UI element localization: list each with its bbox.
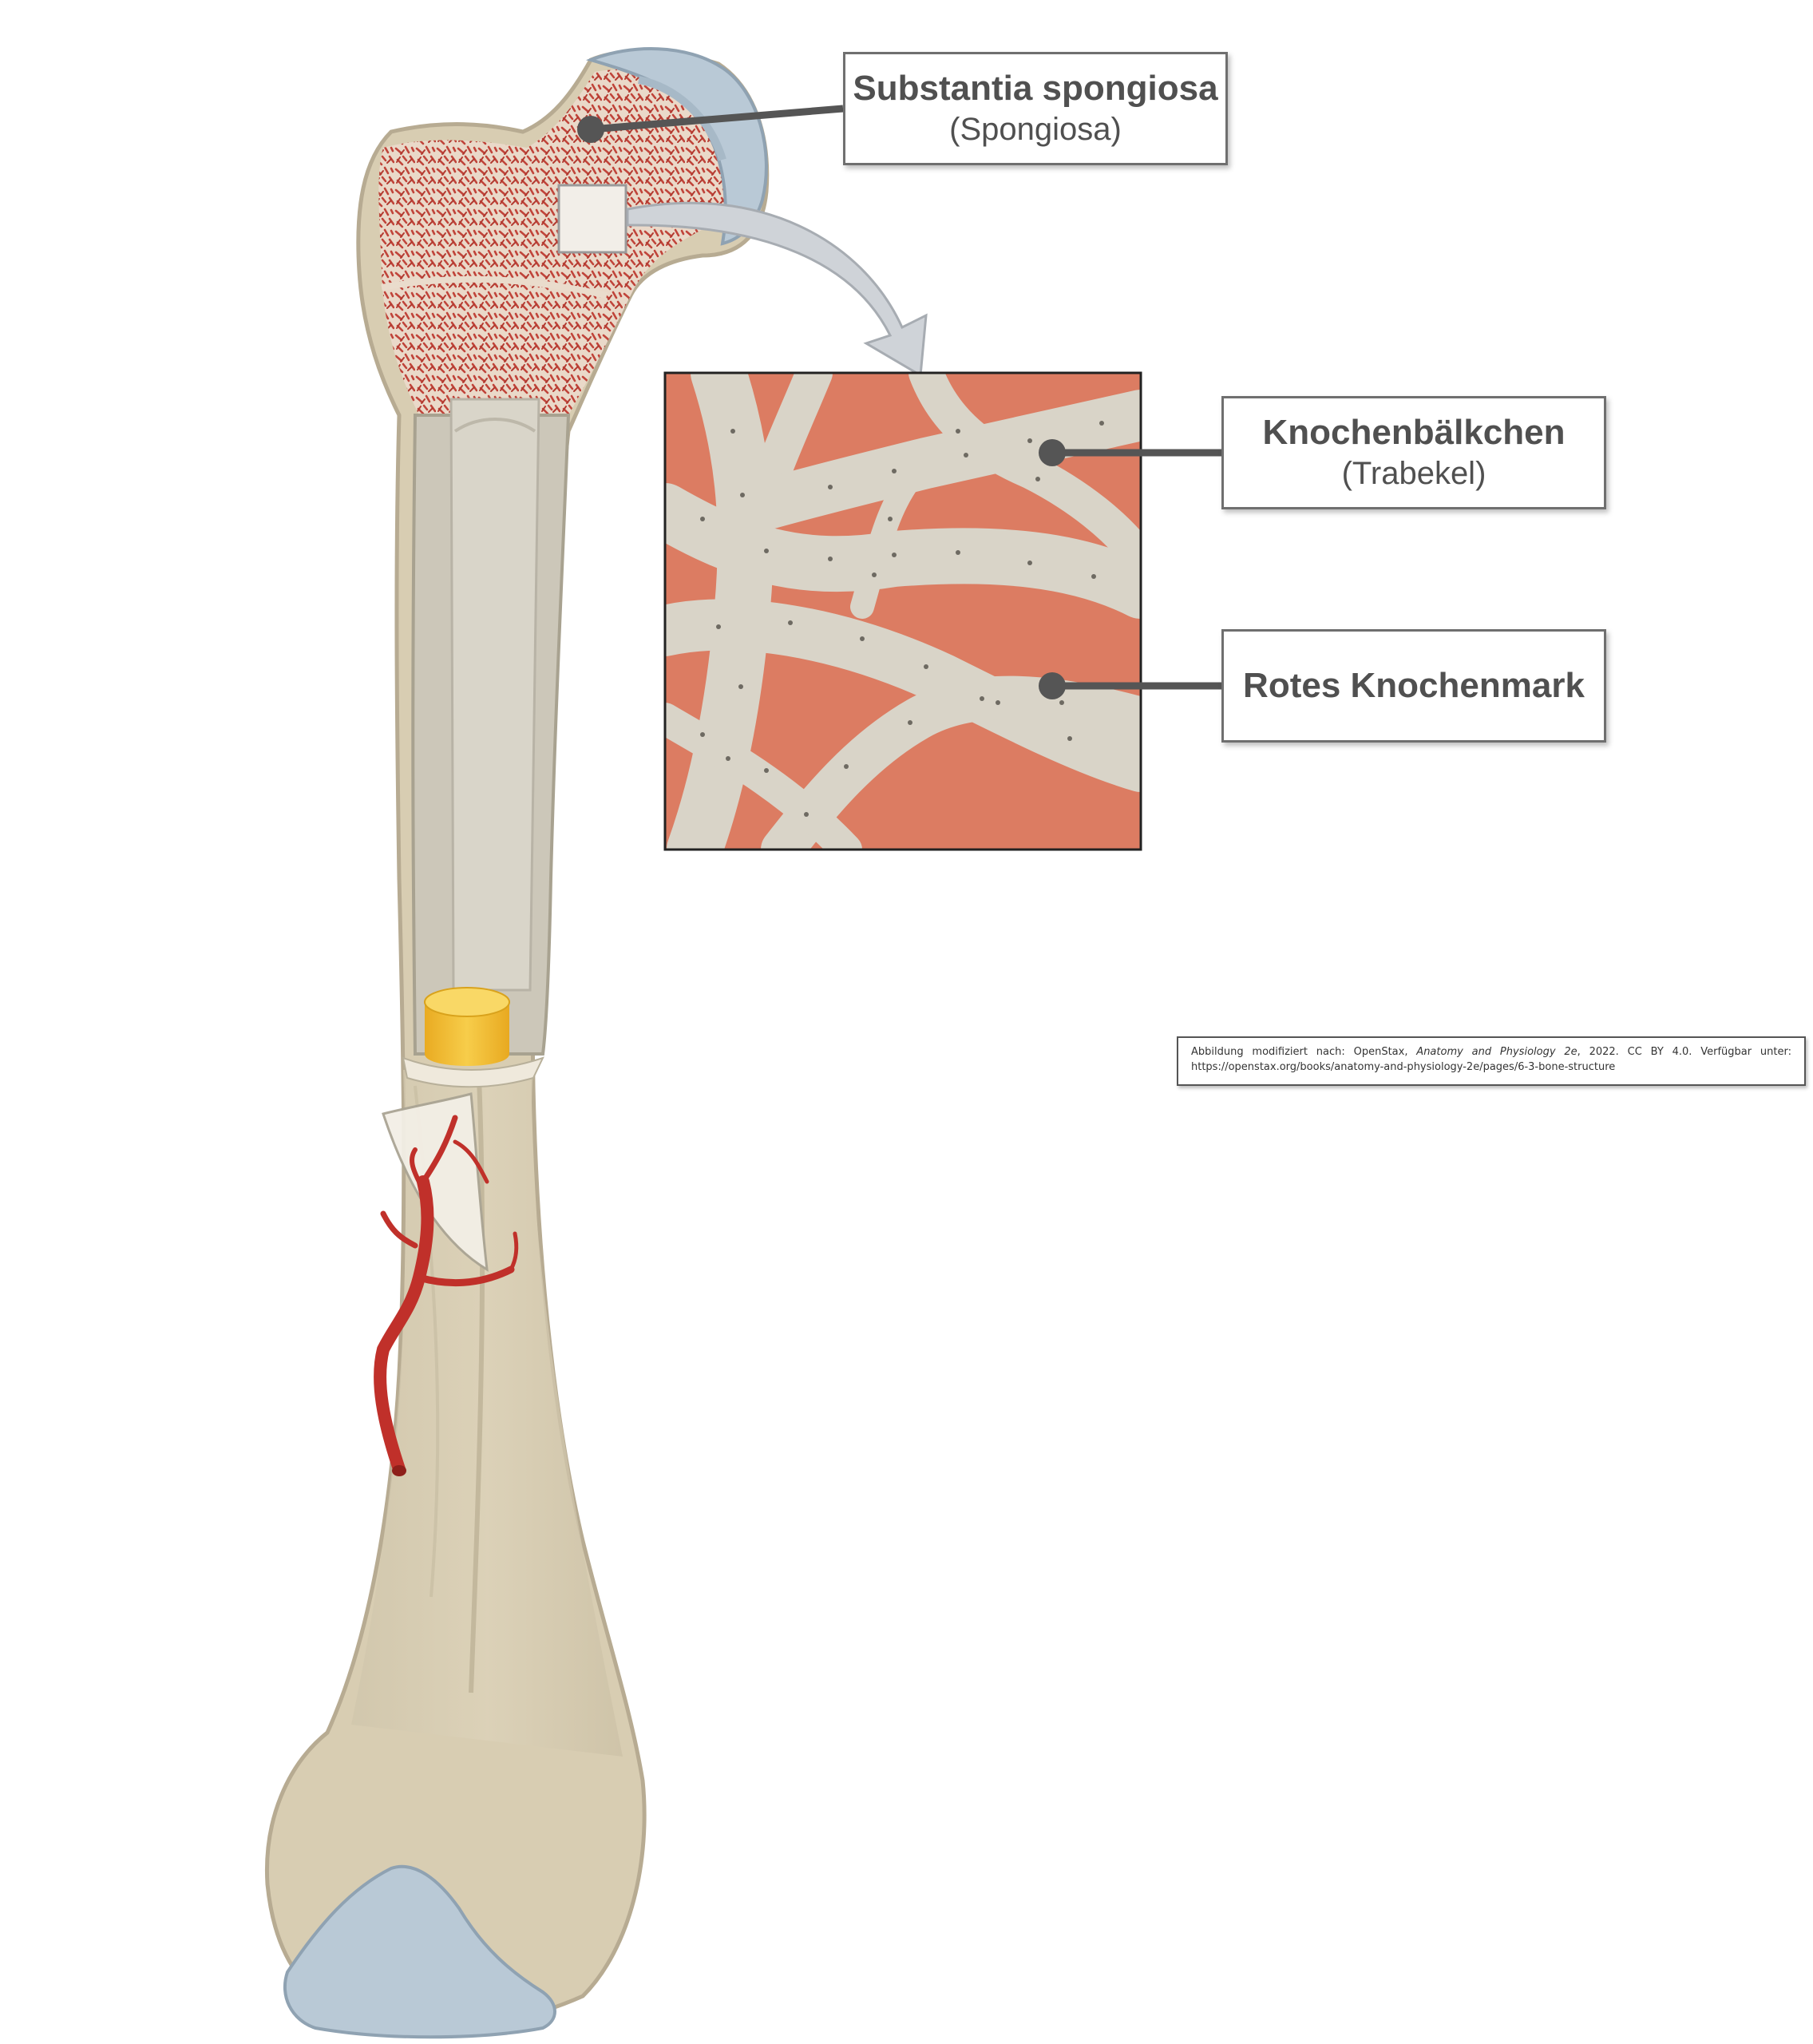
label-spongiosa-sub: (Spongiosa) (949, 112, 1122, 147)
sample-square (557, 184, 627, 254)
trabecula-zoom-panel (665, 373, 1141, 850)
label-spongiosa-main: Substantia spongiosa (853, 69, 1218, 108)
spongy-bone-region (378, 69, 734, 415)
label-trabekel-sub: (Trabekel) (1341, 456, 1486, 491)
leader-dot-knochenmark (1039, 672, 1066, 699)
credit-suffix: , 2022. CC BY 4.0. Verfügbar unter: http… (1191, 1046, 1791, 1073)
label-trabekel-main: Knochenbälkchen (1262, 413, 1566, 452)
articular-cartilage-distal (283, 1864, 556, 2039)
label-knochenmark-main: Rotes Knochenmark (1243, 666, 1585, 705)
nutrient-artery (374, 1115, 519, 1476)
yellow-bone-marrow (424, 987, 510, 1066)
leader-dot-spongiosa (577, 116, 604, 143)
credit-prefix: Abbildung modifiziert nach: OpenStax, (1191, 1046, 1417, 1058)
credit-book: Anatomy and Physiology 2e (1416, 1046, 1577, 1058)
leader-lines (590, 105, 1221, 690)
label-rotes-knochenmark: Rotes Knochenmark (1221, 629, 1606, 743)
diaphysis-shading (351, 1070, 623, 1757)
label-knochenbaelkchen: Knochenbälkchen (Trabekel) (1221, 396, 1606, 509)
leader-dot-trabekel (1039, 439, 1066, 466)
image-credit: Abbildung modifiziert nach: OpenStax, An… (1177, 1036, 1806, 1086)
label-substantia-spongiosa: Substantia spongiosa (Spongiosa) (843, 52, 1228, 165)
